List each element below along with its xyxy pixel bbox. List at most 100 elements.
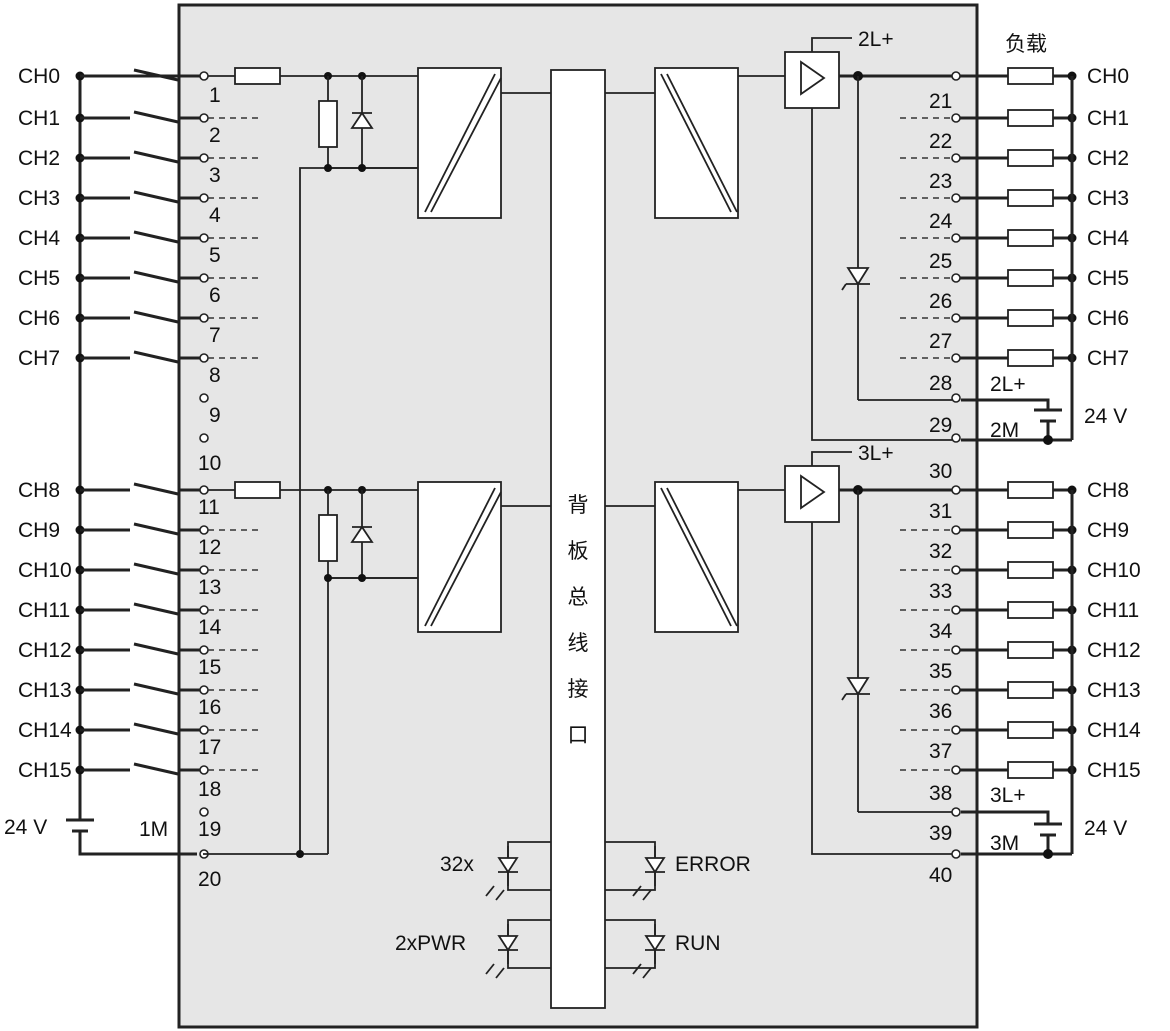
- input-channel-list: CH0CH1CH2CH3CH4CH5CH6CH7CH8CH9CH10CH11CH…: [18, 65, 200, 782]
- switch-contact: [133, 642, 179, 656]
- wire: [811, 522, 952, 855]
- input-pin-number: 12: [198, 536, 221, 559]
- output-terminal: [951, 273, 961, 283]
- driver-triangle: [800, 60, 826, 96]
- light-arrow: [632, 885, 642, 897]
- output-channel-label: CH7: [1087, 347, 1129, 370]
- switch-contact: [133, 68, 179, 82]
- input-terminal: [199, 153, 209, 163]
- input-channel-label: CH13: [18, 679, 72, 702]
- supply-2l-label: 2L+: [990, 373, 1026, 396]
- switch-contact: [133, 350, 179, 364]
- supply-3-voltage: 24 V: [1084, 817, 1127, 840]
- output-pin-number: 35: [929, 660, 952, 683]
- output-channel-label: CH14: [1087, 719, 1141, 742]
- input-channel-label: CH3: [18, 187, 60, 210]
- load-resistor: [1007, 481, 1054, 499]
- input-terminal: [199, 193, 209, 203]
- output-terminal: [951, 313, 961, 323]
- input-pin-number: 20: [198, 868, 221, 891]
- input-channel-label: CH5: [18, 267, 60, 290]
- input-pin-number: 1: [209, 84, 221, 107]
- output-channel-label: CH9: [1087, 519, 1129, 542]
- shunt-resistor: [318, 100, 338, 148]
- isolation-slash: [666, 487, 738, 627]
- input-resistor: [234, 481, 281, 499]
- switch-contact: [133, 110, 179, 124]
- input-terminal: [199, 605, 209, 615]
- output-terminal: [951, 393, 961, 403]
- led-icon: [644, 935, 666, 952]
- output-terminal: [951, 765, 961, 775]
- output-terminal: [951, 807, 961, 817]
- output-supply-2: 3L+ 3M 24 V: [961, 784, 1127, 859]
- output-terminal: [951, 193, 961, 203]
- load-resistor: [1007, 269, 1054, 287]
- input-pin-number: 16: [198, 696, 221, 719]
- isolation-slash: [666, 73, 738, 213]
- load-resistor: [1007, 349, 1054, 367]
- output-terminal: [951, 525, 961, 535]
- input-channel-label: CH6: [18, 307, 60, 330]
- diode-bar: [841, 283, 847, 291]
- freewheel-diode: [846, 267, 870, 286]
- input-terminal: [199, 273, 209, 283]
- load-resistor: [1007, 189, 1054, 207]
- output-pin-number: 33: [929, 580, 952, 603]
- output-terminal: [951, 725, 961, 735]
- light-arrow: [485, 885, 495, 897]
- supply-label: 3L+: [858, 442, 894, 465]
- input-terminal: [199, 765, 209, 775]
- input-channel-label: CH11: [18, 599, 70, 622]
- load-resistor: [1007, 721, 1054, 739]
- freewheel-diode: [846, 677, 870, 696]
- output-terminal: [951, 153, 961, 163]
- input-supply-voltage: 24 V: [4, 816, 47, 839]
- input-terminal: [199, 525, 209, 535]
- switch-contact: [133, 682, 179, 696]
- input-channel-label: CH4: [18, 227, 60, 250]
- input-terminal: [199, 725, 209, 735]
- led-label-pwr: 2xPWR: [395, 932, 466, 955]
- load-resistor: [1007, 229, 1054, 247]
- output-channel-label: CH12: [1087, 639, 1141, 662]
- input-pin-number: 18: [198, 778, 221, 801]
- backplane-label-char: 口: [568, 723, 589, 747]
- output-terminal: [951, 71, 961, 81]
- input-pin-number: 4: [209, 204, 221, 227]
- load-resistor: [1007, 109, 1054, 127]
- switch-contact: [133, 522, 179, 536]
- output-terminal: [951, 233, 961, 243]
- output-pin-number: 31: [929, 500, 952, 523]
- backplane-label-char: 板: [568, 539, 589, 563]
- supply-3l-label: 3L+: [990, 784, 1026, 807]
- input-circuit-group-2: [208, 481, 502, 633]
- input-pin-number: 10: [198, 452, 221, 475]
- output-pin-number: 28: [929, 372, 952, 395]
- input-circuit-group-1: [208, 67, 502, 219]
- wire: [811, 37, 852, 52]
- output-channel-label: CH1: [1087, 107, 1129, 130]
- input-pin-number: 5: [209, 244, 221, 267]
- backplane-bus: 背板总线接口: [550, 69, 606, 1009]
- output-pin-number: 40: [929, 864, 952, 887]
- input-terminal: [199, 565, 209, 575]
- input-pin-number: 9: [209, 404, 221, 427]
- input-pin-number: 7: [209, 324, 221, 347]
- isolation-slash: [660, 487, 732, 627]
- input-terminal: [199, 353, 209, 363]
- output-pin-number: 25: [929, 250, 952, 273]
- switch-contact: [133, 482, 179, 496]
- switch-contact: [133, 762, 179, 776]
- isolation-slash: [430, 77, 502, 213]
- light-arrow: [485, 963, 495, 975]
- load-resistor: [1007, 641, 1054, 659]
- driver-triangle: [800, 474, 826, 510]
- shunt-resistor: [318, 514, 338, 562]
- load-resistor: [1007, 67, 1054, 85]
- input-pin-number: 15: [198, 656, 221, 679]
- light-arrow: [495, 889, 505, 901]
